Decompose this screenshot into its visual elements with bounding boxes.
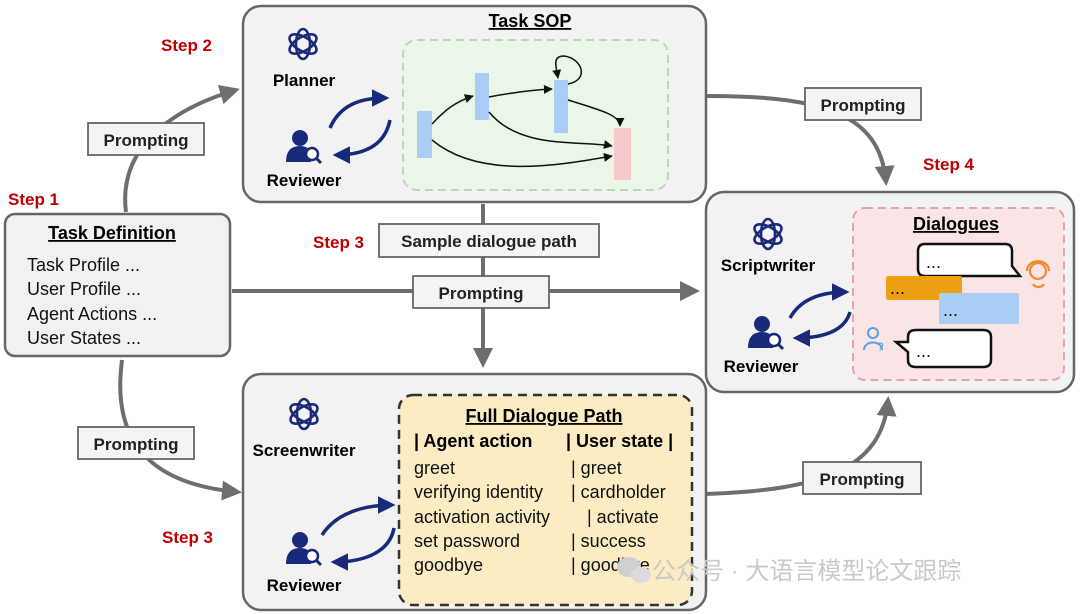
path-loop-arrow-back-icon bbox=[330, 527, 396, 571]
row-3-action: activation activity bbox=[414, 507, 550, 527]
step-3-label-top: Step 3 bbox=[313, 233, 364, 252]
row-1-action: greet bbox=[414, 458, 455, 478]
dialogue-path-rows: greet | greet verifying identity | cardh… bbox=[414, 458, 666, 575]
row-3-state: | activate bbox=[587, 507, 659, 527]
task-sop-box: Task SOP Planner Reviewer bbox=[241, 4, 708, 204]
task-definition-line-1: Task Profile ... bbox=[27, 255, 140, 275]
row-2-action: verifying identity bbox=[414, 482, 543, 502]
row-2-state: | cardholder bbox=[571, 482, 666, 502]
wechat-icon bbox=[617, 557, 651, 583]
step-4-label: Step 4 bbox=[923, 155, 975, 174]
sample-dialogue-path-label: Sample dialogue path bbox=[378, 223, 600, 258]
agent-headset-icon bbox=[1025, 260, 1051, 289]
step-2-label: Step 2 bbox=[161, 36, 212, 55]
header-agent-action: | Agent action bbox=[414, 431, 532, 451]
scriptwriter-label: Scriptwriter bbox=[721, 256, 816, 275]
row-4-action: set password bbox=[414, 531, 520, 551]
prompting-label-5: Prompting bbox=[802, 461, 922, 495]
path-loop-arrow-forward-icon bbox=[320, 496, 396, 536]
step-3-label-bottom: Step 3 bbox=[162, 528, 213, 547]
dialogues-loop-arrow-back-icon bbox=[792, 311, 852, 347]
full-path-box: Screenwriter Reviewer Full Dialogue Path… bbox=[241, 372, 708, 612]
svg-text:Prompting: Prompting bbox=[104, 131, 189, 150]
prompting-label-3: Prompting bbox=[412, 275, 550, 309]
svg-text:Sample dialogue path: Sample dialogue path bbox=[401, 232, 577, 251]
prompting-labels: Prompting Prompting Prompting Prompting … bbox=[77, 87, 922, 495]
task-sop-title: Task SOP bbox=[489, 11, 572, 31]
path-reviewer-label: Reviewer bbox=[267, 576, 342, 595]
screenwriter-label: Screenwriter bbox=[253, 441, 356, 460]
task-definition-line-3: Agent Actions ... bbox=[27, 304, 157, 324]
task-definition-title: Task Definition bbox=[48, 223, 176, 243]
user-bar-text: ... bbox=[943, 300, 958, 320]
svg-text:Prompting: Prompting bbox=[820, 470, 905, 489]
agent-bubble-text: ... bbox=[926, 252, 941, 272]
agent-bar-text: ... bbox=[890, 278, 905, 298]
dialogues-title: Dialogues bbox=[913, 214, 999, 234]
svg-text:Prompting: Prompting bbox=[94, 435, 179, 454]
prompting-label-2: Prompting bbox=[804, 87, 922, 121]
task-definition-line-4: User States ... bbox=[27, 328, 141, 348]
sop-loop-arrow-back-icon bbox=[332, 119, 392, 164]
prompting-label-1: Prompting bbox=[87, 122, 205, 156]
sop-loop-arrow-forward-icon bbox=[328, 89, 390, 129]
watermark-text: 公众号 · 大语言模型论文跟踪 bbox=[652, 558, 961, 585]
sop-graph bbox=[417, 55, 631, 180]
dialogues-box: Scriptwriter Reviewer Dialogues ... ... … bbox=[704, 190, 1076, 394]
task-definition-box: Task Definition Task Profile ... User Pr… bbox=[3, 212, 232, 358]
task-definition-line-2: User Profile ... bbox=[27, 279, 141, 299]
sop-graph-area bbox=[402, 39, 669, 191]
watermark: 公众号 · 大语言模型论文跟踪 bbox=[617, 557, 961, 585]
agent-speech-bubble bbox=[916, 242, 1023, 278]
dialogues-loop-arrow-forward-icon bbox=[788, 283, 850, 319]
svg-text:Prompting: Prompting bbox=[439, 284, 524, 303]
sop-reviewer-label: Reviewer bbox=[267, 171, 342, 190]
svg-text:Prompting: Prompting bbox=[821, 96, 906, 115]
svg-text:?: ? bbox=[877, 340, 884, 354]
row-1-state: | greet bbox=[571, 458, 622, 478]
row-5-action: goodbye bbox=[414, 555, 483, 575]
user-bubble-text: ... bbox=[916, 341, 931, 361]
header-user-state: | User state | bbox=[566, 431, 673, 451]
row-4-state: | success bbox=[571, 531, 646, 551]
step-1-label: Step 1 bbox=[8, 190, 59, 209]
full-path-title: Full Dialogue Path bbox=[465, 406, 622, 426]
user-question-icon: ? bbox=[863, 327, 884, 354]
dialogues-reviewer-label: Reviewer bbox=[724, 357, 799, 376]
user-speech-bubble bbox=[892, 328, 993, 369]
user-message-bar bbox=[939, 293, 1019, 324]
arrow-def-to-path bbox=[118, 359, 242, 501]
planner-label: Planner bbox=[273, 71, 336, 90]
full-path-area bbox=[397, 393, 694, 607]
prompting-label-4: Prompting bbox=[77, 426, 195, 460]
